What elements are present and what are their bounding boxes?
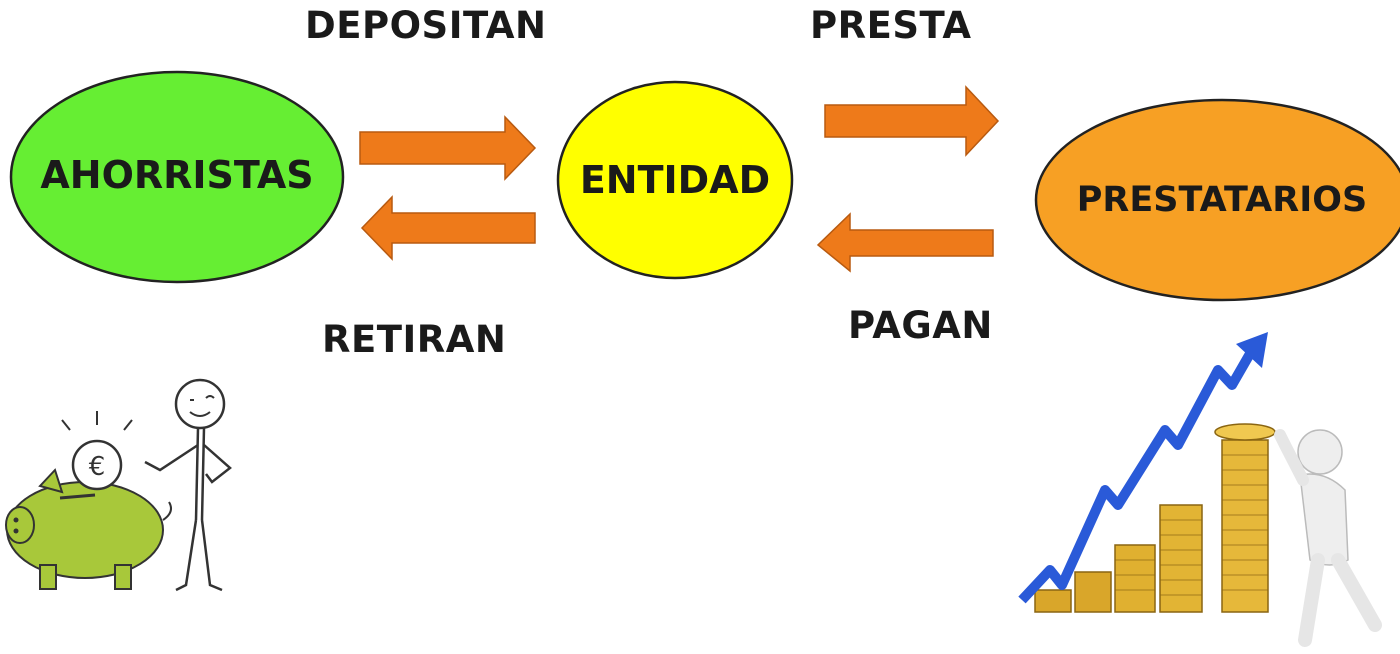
coin-stacks-growth-chart-icon bbox=[1018, 332, 1382, 647]
repay-label: PAGAN bbox=[848, 304, 993, 347]
entity-label: ENTIDAD bbox=[579, 158, 771, 202]
borrowers-label: PRESTATARIOS bbox=[1076, 180, 1368, 220]
entity-node bbox=[556, 80, 794, 280]
withdraw-arrow bbox=[360, 195, 536, 261]
deposit-arrow bbox=[359, 115, 537, 181]
deposit-label: DEPOSITAN bbox=[305, 4, 547, 47]
savers-node bbox=[9, 70, 345, 284]
svg-text:€: € bbox=[89, 452, 106, 482]
withdraw-label: RETIRAN bbox=[322, 318, 507, 361]
repay-arrow bbox=[816, 212, 994, 273]
lend-arrow bbox=[824, 85, 1000, 157]
piggy-bank-person-icon: € bbox=[5, 378, 232, 592]
borrowers-node bbox=[1034, 98, 1400, 302]
savers-label: AHORRISTAS bbox=[40, 153, 314, 197]
lend-label: PRESTA bbox=[810, 4, 972, 47]
